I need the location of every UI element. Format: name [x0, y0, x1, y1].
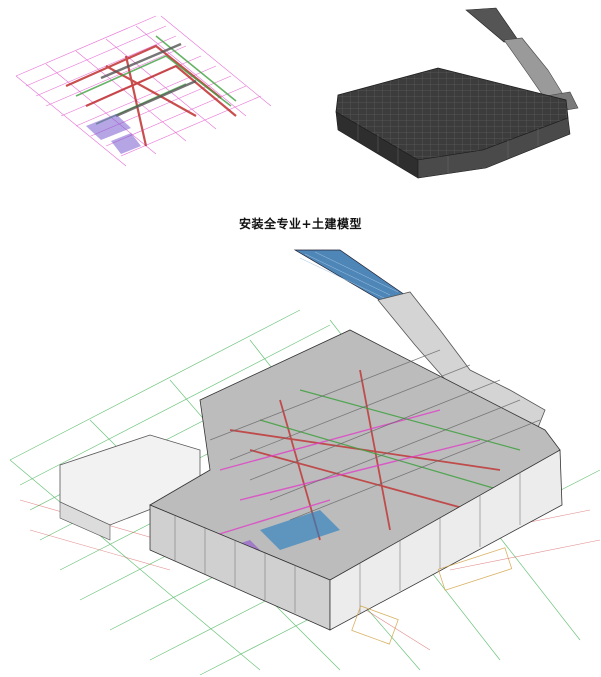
- mep-model-image: [6, 6, 290, 176]
- building-structure-isometric-icon: [335, 7, 579, 179]
- architecture-model-image: [318, 0, 596, 186]
- figure-caption: 安装全专业+土建模型: [238, 217, 363, 231]
- combined-bim-model-icon: [9, 249, 601, 676]
- mep-systems-isometric-icon: [15, 15, 272, 167]
- combined-model-image: [0, 240, 601, 677]
